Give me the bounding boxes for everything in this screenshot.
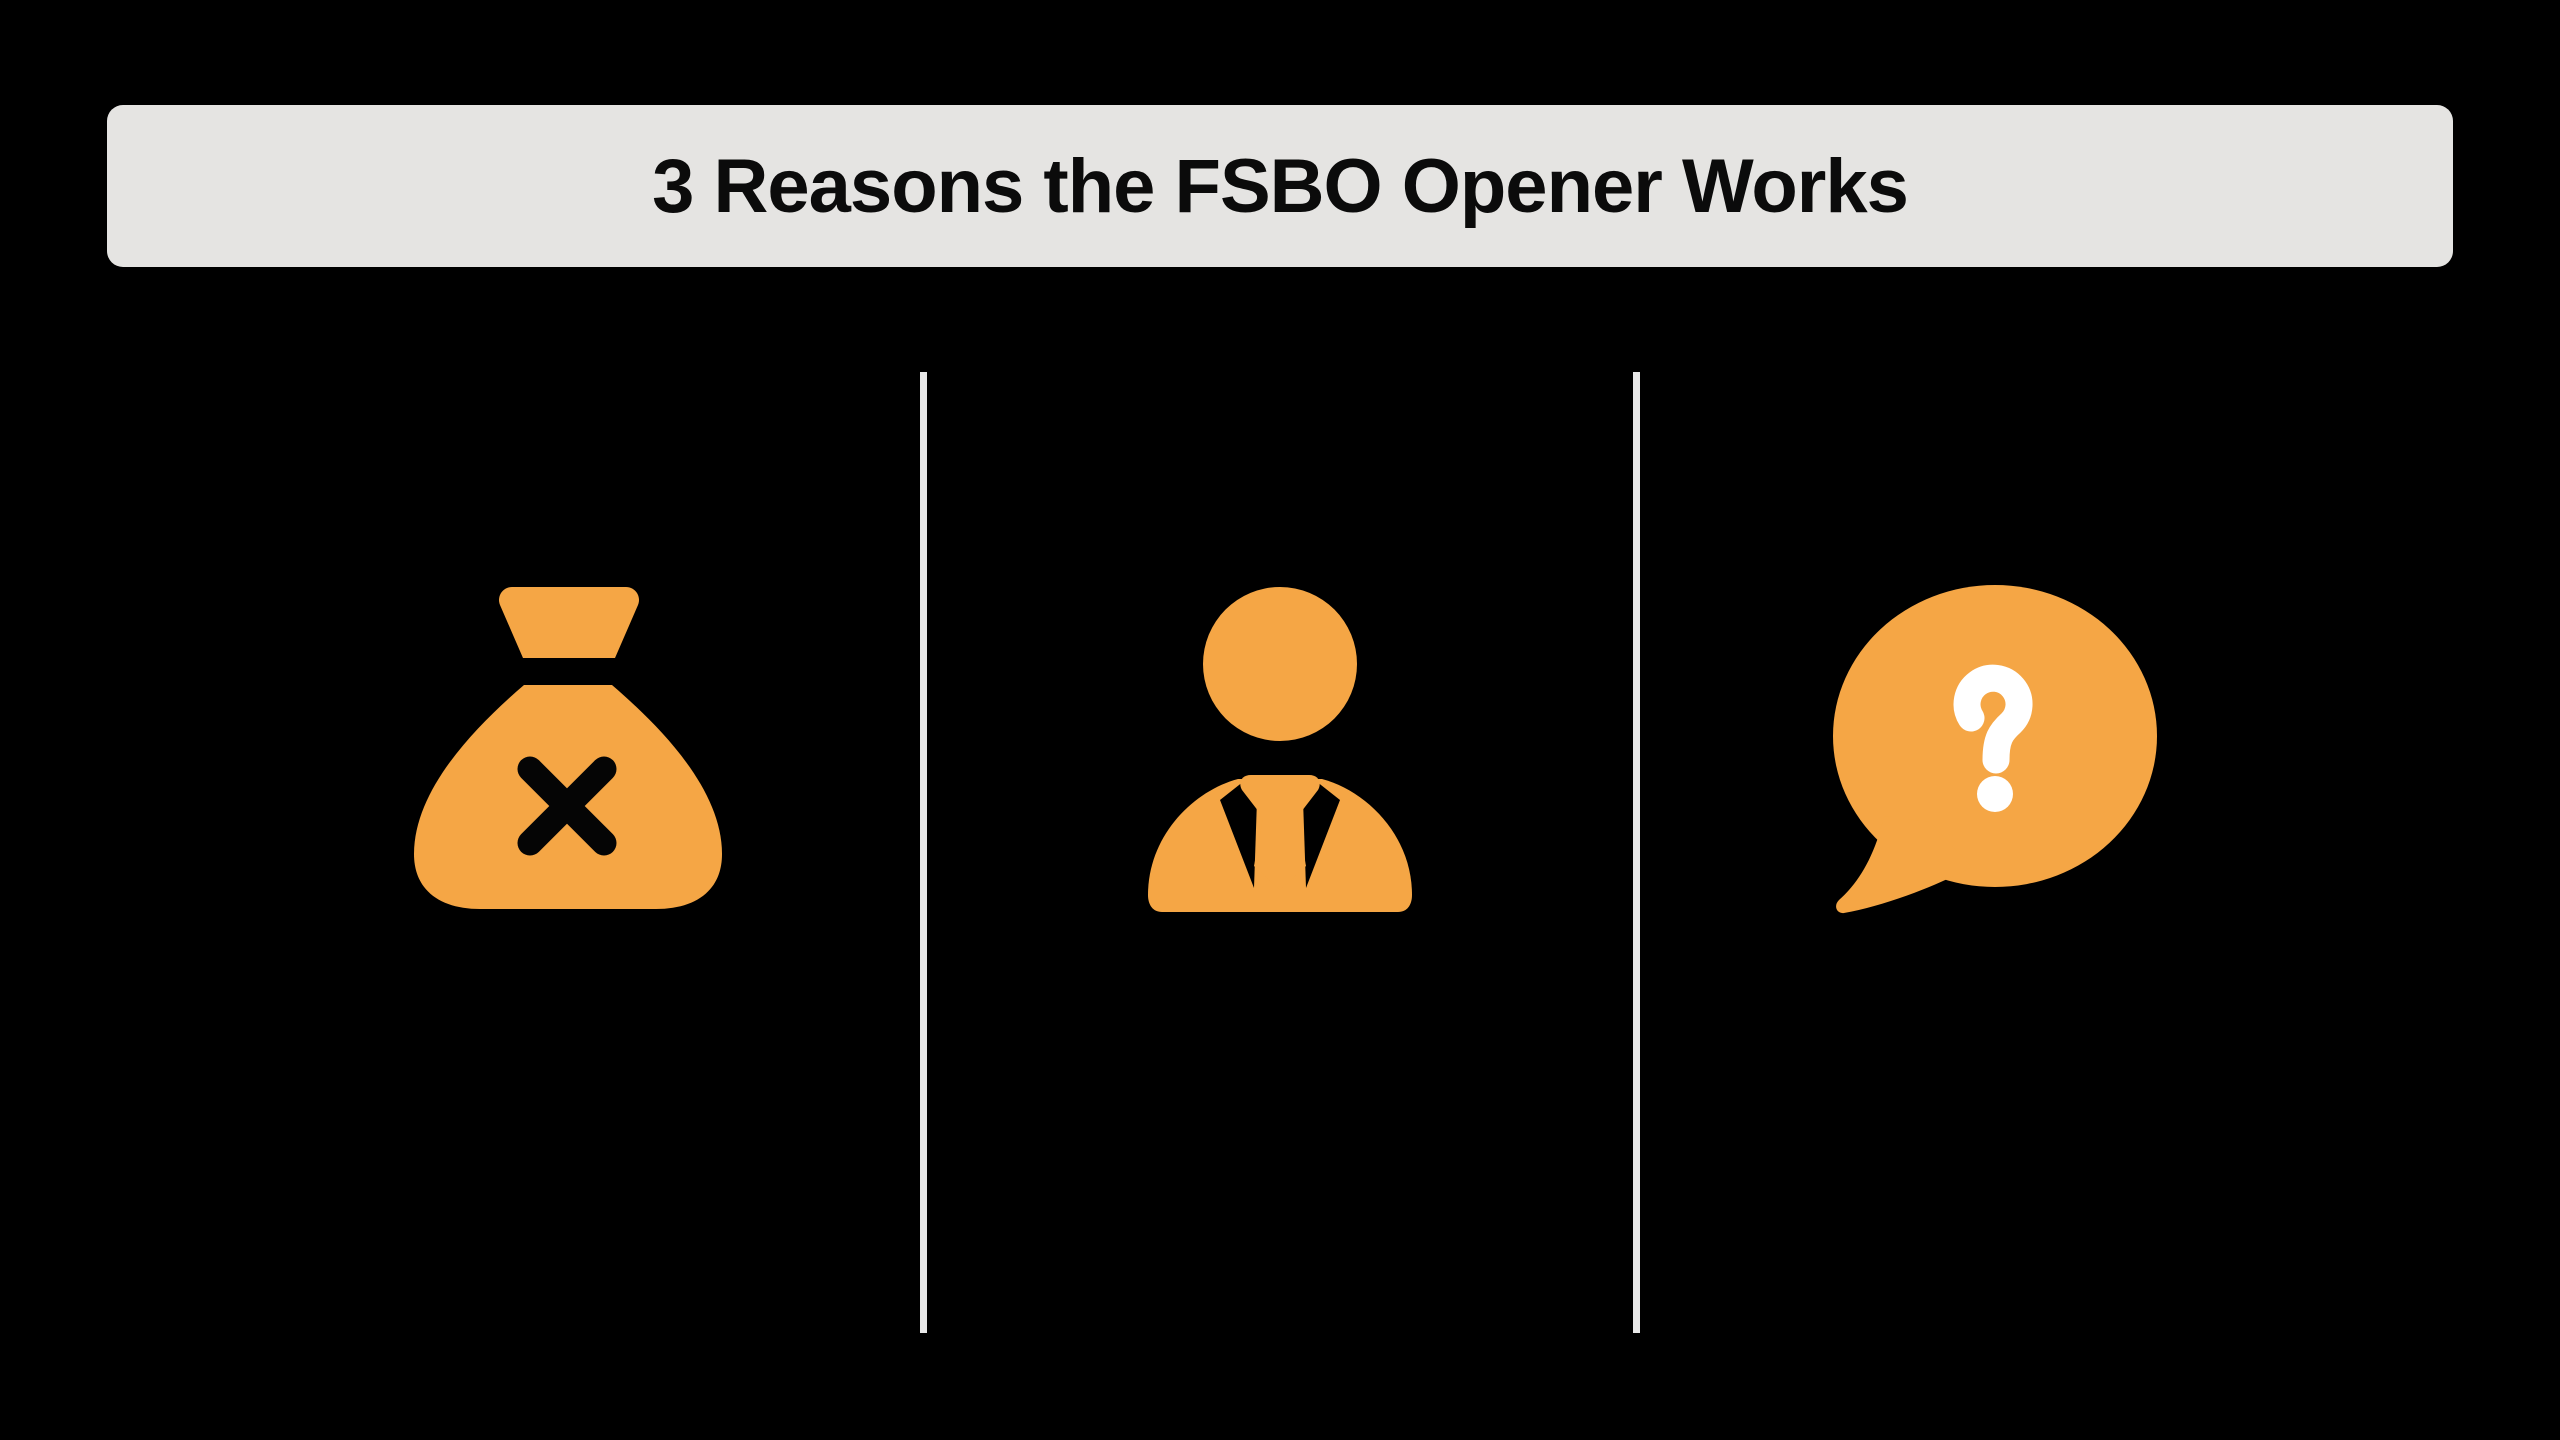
businessman-icon — [1148, 587, 1412, 912]
question-speech-bubble-icon — [1833, 585, 2157, 914]
lapel-notches — [1220, 770, 1340, 888]
money-bag-x-icon — [414, 587, 722, 909]
column-divider — [920, 372, 927, 1333]
column-divider — [1633, 372, 1640, 1333]
x-mark — [517, 756, 617, 856]
page-title: 3 Reasons the FSBO Opener Works — [652, 143, 1909, 229]
title-bar: 3 Reasons the FSBO Opener Works — [107, 105, 2453, 267]
tie — [1240, 775, 1320, 890]
question-mark — [1953, 664, 2033, 812]
